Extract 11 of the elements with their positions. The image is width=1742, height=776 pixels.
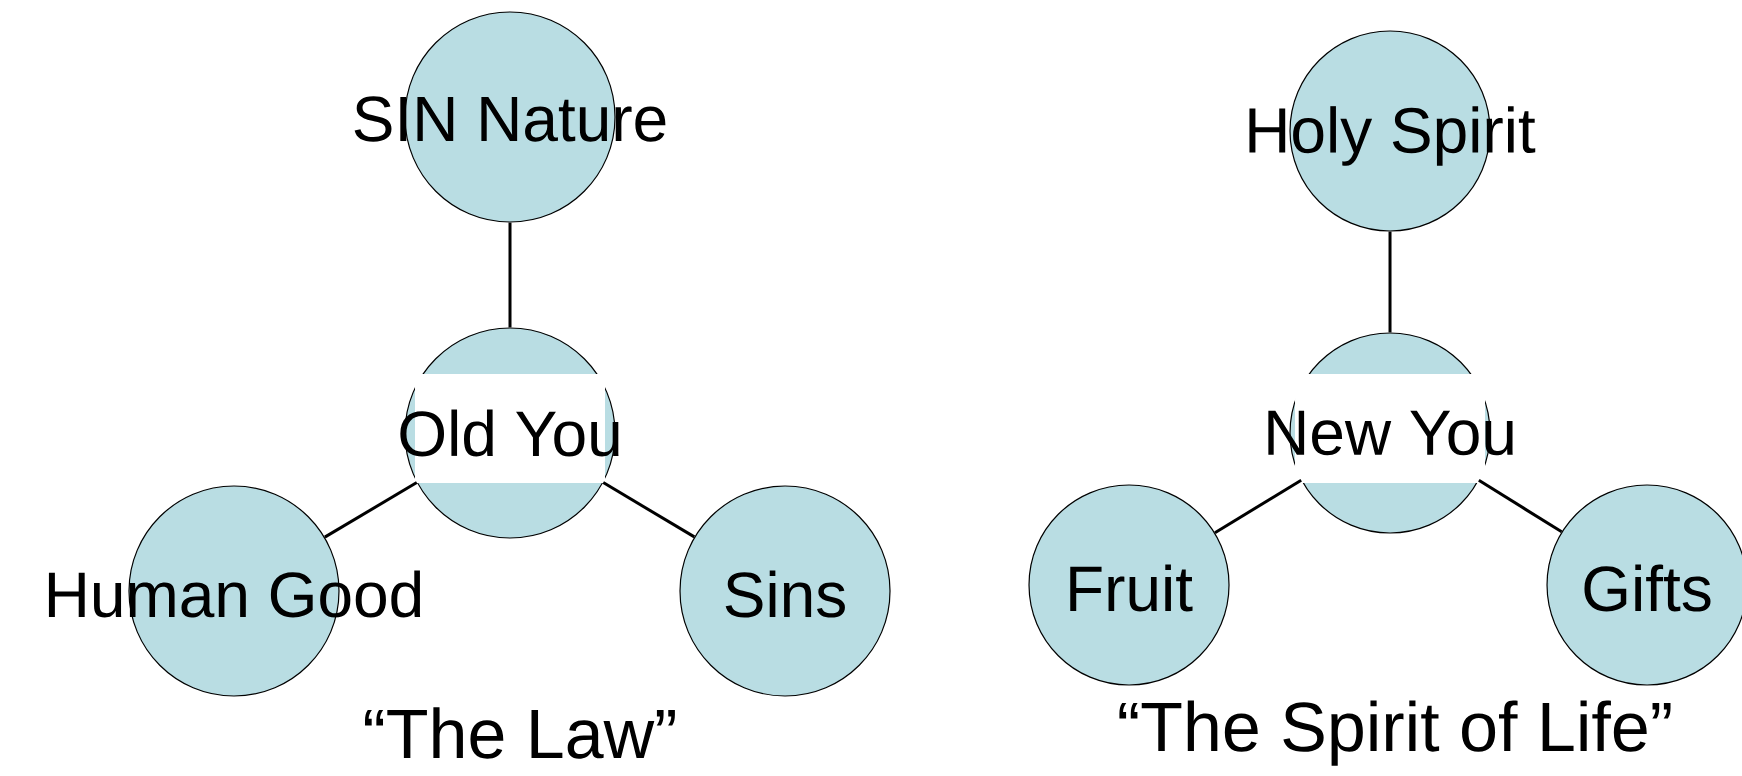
circle-node: Gifts (1546, 484, 1742, 686)
circle-node: Fruit (1028, 484, 1230, 686)
caption-text: “The Spirit of Life” (1119, 700, 1671, 766)
connector-line (324, 481, 418, 539)
connector-line (602, 481, 696, 539)
connector-line (1388, 231, 1392, 333)
connector-line (1214, 478, 1302, 534)
caption-text: “The Law” (365, 707, 675, 759)
circle-node: Sins (679, 485, 891, 697)
connector-line (508, 222, 512, 328)
connector-line (1478, 478, 1563, 534)
